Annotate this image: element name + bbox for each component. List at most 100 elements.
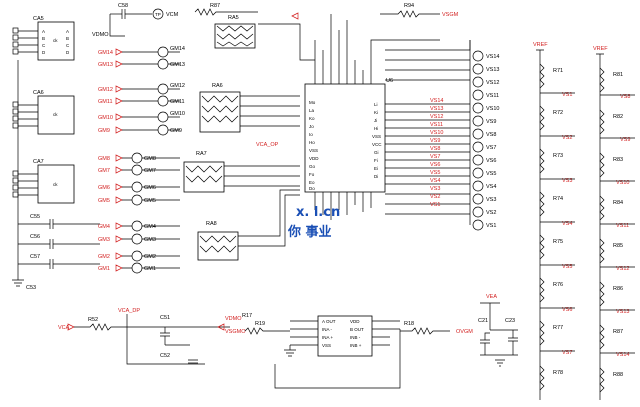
svg-text:GM6: GM6 (98, 185, 110, 191)
svg-text:VEA: VEA (486, 294, 497, 300)
r7x-resistor-6 (539, 320, 545, 346)
ca6-label: CA6 (33, 90, 44, 96)
vcm-label: VCM (166, 12, 179, 18)
svg-text:C53: C53 (26, 285, 36, 291)
svg-text:VS7: VS7 (562, 350, 572, 356)
svg-text:VS11: VS11 (486, 93, 499, 99)
svg-text:Mo: Mo (309, 100, 316, 105)
svg-text:R81: R81 (613, 72, 623, 78)
svg-text:VS5: VS5 (430, 170, 440, 176)
svg-text:VS10: VS10 (430, 130, 443, 136)
svg-text:GM11: GM11 (98, 99, 113, 105)
vsgm-label: VSGM (442, 12, 459, 18)
svg-text:VS13: VS13 (486, 67, 499, 73)
svg-text:GM13: GM13 (98, 62, 113, 68)
r8x-resistor-4 (599, 238, 605, 264)
svg-text:GM5: GM5 (144, 198, 156, 204)
svg-text:Fo: Fo (309, 172, 315, 177)
svg-text:VS4: VS4 (430, 178, 440, 184)
svg-text:Jo: Jo (309, 124, 314, 129)
ca7-block: CA7 ck (12, 159, 75, 204)
svg-text:GM1: GM1 (98, 266, 110, 272)
svg-text:C55: C55 (30, 214, 40, 220)
r8x-resistor-1 (599, 109, 605, 135)
svg-text:GM9: GM9 (98, 128, 110, 134)
svg-text:VS5: VS5 (562, 264, 572, 270)
r7x-resistor-1 (539, 105, 545, 131)
svg-text:VS10: VS10 (616, 180, 629, 186)
svg-text:VS7: VS7 (430, 154, 440, 160)
svg-text:R88: R88 (613, 372, 623, 378)
svg-text:GM7: GM7 (98, 168, 110, 174)
cap-c58-label: C58 (118, 3, 128, 9)
svg-text:VCA: VCA (58, 325, 70, 331)
r8x-resistor-7 (599, 367, 605, 393)
svg-text:C52: C52 (160, 353, 170, 359)
svg-text:VS1: VS1 (486, 223, 496, 229)
svg-text:VREF: VREF (593, 46, 608, 52)
u6-label: U6 (386, 78, 393, 84)
svg-text:VS8: VS8 (430, 146, 440, 152)
svg-text:RA7: RA7 (196, 151, 207, 157)
svg-text:VS12: VS12 (430, 114, 443, 120)
ra5-label: RA5 (228, 15, 239, 21)
svg-text:VS8: VS8 (620, 94, 630, 100)
svg-text:GM6: GM6 (144, 185, 156, 191)
svg-text:VSS: VSS (309, 148, 318, 153)
svg-text:OVGM: OVGM (456, 329, 473, 335)
svg-text:Gi: Gi (374, 150, 379, 155)
svg-text:GM4: GM4 (144, 224, 156, 230)
svg-text:Ji: Ji (374, 118, 377, 123)
svg-text:ck: ck (53, 112, 58, 117)
svg-text:GM10: GM10 (98, 115, 113, 121)
svg-text:VSGMO: VSGMO (225, 329, 246, 335)
svg-text:C: C (42, 43, 46, 48)
svg-text:D: D (66, 50, 70, 55)
svg-text:GM2: GM2 (144, 254, 156, 260)
svg-text:VS14: VS14 (616, 352, 629, 358)
svg-text:VCA_DP: VCA_DP (118, 308, 140, 314)
resistor-ladders: VREF VREF R71 R72 R73 R74 R75 R76 R77 R7… (533, 42, 635, 400)
ra-arrays: RA6 RA7 RA8 (183, 83, 300, 261)
svg-text:B: B (42, 36, 45, 41)
resistor-array-ra5 (214, 23, 256, 49)
svg-text:B OUT: B OUT (350, 327, 364, 332)
r7x-resistor-5 (539, 277, 545, 303)
svg-text:R76: R76 (553, 282, 563, 288)
left-caps: C55 C56 C57 C53 (12, 60, 100, 291)
svg-text:VS10: VS10 (486, 106, 499, 112)
r94-label: R94 (404, 3, 414, 9)
vca-op-label: VCA_OP (256, 142, 279, 148)
u6-body (304, 83, 386, 193)
svg-text:VDMO: VDMO (225, 316, 242, 322)
svg-text:VS3: VS3 (430, 186, 440, 192)
svg-text:VS14: VS14 (486, 54, 499, 60)
vdmo-label: VDMO (92, 32, 109, 38)
vs-signals: VS14 VS13 VS12 VS11 VS10 VS9 VS8 VS7 VS6… (430, 40, 499, 231)
svg-text:R83: R83 (613, 157, 623, 163)
svg-text:R71: R71 (553, 68, 563, 74)
svg-text:VDD: VDD (350, 319, 360, 324)
svg-text:A: A (66, 29, 69, 34)
svg-text:R19: R19 (255, 321, 265, 327)
svg-text:GM5: GM5 (98, 198, 110, 204)
svg-text:R85: R85 (613, 243, 623, 249)
svg-text:VS4: VS4 (562, 221, 572, 227)
svg-text:GM13: GM13 (170, 62, 185, 68)
ca7-label: CA7 (33, 159, 44, 165)
r7x-resistor-0 (539, 63, 545, 89)
svg-text:Do: Do (309, 186, 315, 191)
svg-text:Io: Io (309, 132, 313, 137)
r8x-resistor-2 (599, 152, 605, 178)
svg-text:Ko: Ko (309, 116, 315, 121)
svg-text:GM14: GM14 (98, 50, 113, 56)
svg-text:VS8: VS8 (486, 132, 496, 138)
svg-text:VS6: VS6 (486, 158, 496, 164)
svg-text:R86: R86 (613, 286, 623, 292)
svg-text:Li: Li (374, 102, 378, 107)
svg-text:VS14: VS14 (430, 98, 443, 104)
svg-text:R82: R82 (613, 114, 623, 120)
svg-text:C: C (66, 43, 70, 48)
svg-text:VS12: VS12 (486, 80, 499, 86)
svg-text:B: B (66, 36, 69, 41)
